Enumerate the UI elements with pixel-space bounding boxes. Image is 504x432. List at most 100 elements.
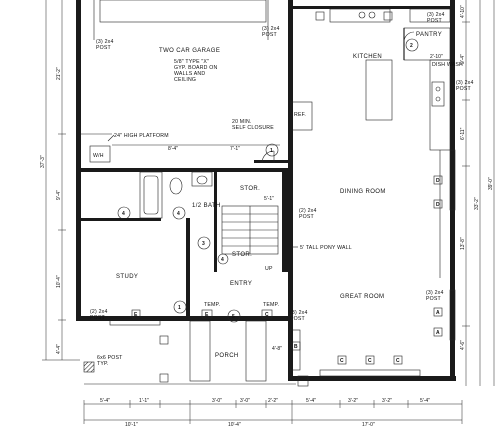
temp-label-1: TEMP. bbox=[204, 302, 220, 308]
platform-note: 24" HIGH PLATFORM bbox=[114, 133, 169, 139]
door-tag-bath: 4 bbox=[122, 211, 125, 217]
post66-note-1: 6x6 POST bbox=[97, 355, 123, 361]
kitchen: 2 KITCHEN PANTRY REF. DISH WASH (3) 2x4 … bbox=[290, 8, 474, 211]
dim-bottom-total-2: 10'-4" bbox=[228, 422, 241, 428]
dim-pantry: 2'-10" bbox=[430, 54, 443, 60]
dim-hall-1: 8'-4" bbox=[168, 146, 178, 152]
dim-bottom-5: 2'-2" bbox=[268, 398, 278, 404]
dim-left-low: 10'-4" bbox=[56, 275, 62, 288]
dim-bottom-total-1: 10'-1" bbox=[125, 422, 138, 428]
dim-left-bot: 4'-4" bbox=[56, 344, 62, 354]
left-dimensions: 37'-3" 21'-2" 9'-4" 10'-4" 4'-4" bbox=[40, 0, 80, 361]
porch: PORCH TEMP. TEMP. E C 5 6x6 POST TYP. 4'… bbox=[83, 302, 309, 387]
kitchen-label: KITCHEN bbox=[353, 54, 382, 60]
dim-bottom-4: 3'-0" bbox=[240, 398, 250, 404]
post-note-kitchen-3: (3) 2x4 bbox=[456, 80, 474, 86]
dim-bottom-3: 3'-0" bbox=[212, 398, 222, 404]
porch-label: PORCH bbox=[215, 353, 239, 359]
dim-bottom-6: 5'-4" bbox=[306, 398, 316, 404]
dim-right-e: 33'-2" bbox=[474, 197, 480, 210]
door-tag-stair: 3 bbox=[202, 241, 205, 247]
window-tag-great-3: B bbox=[294, 344, 298, 350]
garage-label: TWO CAR GARAGE bbox=[159, 48, 220, 54]
door-tag-garage: 1 bbox=[270, 148, 273, 154]
note-self-1: 20 MIN. bbox=[232, 119, 252, 125]
dim-porch: 4'-8" bbox=[272, 346, 282, 352]
bath: 1/2 BATH 4 4 bbox=[81, 171, 221, 221]
post-note-kitchen-4: POST bbox=[456, 86, 472, 92]
door-tag-stor: 4 bbox=[221, 257, 224, 263]
window-tag-study: E bbox=[134, 312, 138, 318]
dim-bottom-8: 3'-2" bbox=[382, 398, 392, 404]
dim-right-a: 9'-4" bbox=[460, 54, 466, 64]
window-tag-temp-2: C bbox=[265, 312, 269, 318]
garage: TWO CAR GARAGE 5/8" TYPE "X" GYP. BOARD … bbox=[81, 0, 290, 164]
dim-stair: 5'-1" bbox=[264, 196, 274, 202]
dim-right-b: 6'-11" bbox=[460, 127, 466, 140]
window-tag-front-2: C bbox=[368, 358, 372, 364]
door-tag-study: 1 bbox=[178, 305, 181, 311]
storage-label-2: STOR. bbox=[232, 252, 252, 258]
window-tag-kitchen-1: D bbox=[436, 178, 440, 184]
dim-left-overall: 37'-3" bbox=[40, 155, 46, 168]
note-gyp-1: 5/8" TYPE "X" bbox=[174, 59, 209, 65]
post-note-great-2: POST bbox=[426, 296, 442, 302]
post-note-study-2: POST bbox=[90, 315, 106, 321]
post-note-great-1: (3) 2x4 bbox=[426, 290, 444, 296]
window-tag-kitchen-2: D bbox=[436, 202, 440, 208]
ref-label: REF. bbox=[294, 112, 306, 118]
post-note-study-1: (2) 2x4 bbox=[90, 309, 108, 315]
pantry-label: PANTRY bbox=[416, 32, 442, 38]
pony-wall-note: 5' TALL PONY WALL bbox=[300, 245, 352, 251]
post-note-stair-1: (2) 2x4 bbox=[299, 208, 317, 214]
dishwash-label: DISH WASH bbox=[432, 62, 463, 68]
study: STUDY (2) 2x4 POST E 1 bbox=[90, 218, 190, 326]
great-room-label: GREAT ROOM bbox=[340, 294, 384, 300]
dining-label: DINING ROOM bbox=[340, 189, 386, 195]
post-note-garage-left-2: POST bbox=[96, 45, 112, 51]
post-note-garage-left-1: (3) 2x4 bbox=[96, 39, 114, 45]
post66-note-2: TYP. bbox=[97, 361, 109, 367]
bottom-dimensions: 5'-4" 1'-1" 3'-0" 3'-0" 2'-2" 5'-4" 3'-2… bbox=[83, 398, 463, 428]
note-gyp-4: CEILING bbox=[174, 77, 196, 83]
dim-hall-2: 7'-1" bbox=[230, 146, 240, 152]
right-dimensions: 4'-10" 9'-4" 6'-11" 13'-8" 4'-6" 33'-2" … bbox=[460, 0, 495, 386]
window-tag-front-1: C bbox=[340, 358, 344, 364]
stair-up-label: UP bbox=[265, 266, 273, 272]
dim-left-top: 21'-2" bbox=[56, 67, 62, 80]
dim-bottom-total-3: 17'-0" bbox=[362, 422, 375, 428]
storage-label-1: STOR. bbox=[240, 186, 260, 192]
dim-right-overall: 39'-0" bbox=[488, 177, 494, 190]
dim-right-d: 4'-6" bbox=[460, 340, 466, 350]
water-heater-label: W/H bbox=[93, 153, 104, 159]
post-note-kitchen-2: POST bbox=[427, 18, 443, 24]
study-label: STUDY bbox=[116, 274, 138, 280]
window-tag-temp-1: E bbox=[205, 312, 209, 318]
temp-label-2: TEMP. bbox=[263, 302, 279, 308]
note-self-2: SELF CLOSURE bbox=[232, 125, 274, 131]
dim-right-top: 4'-10" bbox=[460, 5, 466, 18]
post-note-great-3: (3) 2x4 bbox=[290, 310, 308, 316]
window-tag-front-3: C bbox=[396, 358, 400, 364]
post-note-garage-right-2: POST bbox=[262, 32, 278, 38]
dim-bottom-2: 1'-1" bbox=[139, 398, 149, 404]
dining-great: DINING ROOM GREAT ROOM A A (3) 2x4 POST … bbox=[289, 150, 456, 377]
dim-bottom-7: 3'-2" bbox=[348, 398, 358, 404]
exterior-walls bbox=[76, 0, 456, 381]
door-tag-bath-2: 4 bbox=[177, 211, 180, 217]
dim-right-c: 13'-8" bbox=[460, 237, 466, 250]
door-tag-entry: 5 bbox=[232, 314, 235, 320]
window-tag-great-1: A bbox=[436, 310, 440, 316]
dim-bottom-9: 5'-4" bbox=[420, 398, 430, 404]
note-gyp-2: GYP. BOARD ON bbox=[174, 65, 217, 71]
bath-label: 1/2 BATH bbox=[192, 203, 221, 209]
dim-bottom-1: 5'-4" bbox=[100, 398, 110, 404]
post-note-garage-right-1: (3) 2x4 bbox=[262, 26, 280, 32]
note-gyp-3: WALLS AND bbox=[174, 71, 205, 77]
window-tag-great-2: A bbox=[436, 330, 440, 336]
post-note-kitchen-1: (3) 2x4 bbox=[427, 12, 445, 18]
post-note-stair-2: POST bbox=[299, 214, 315, 220]
post-note-great-4: POST bbox=[290, 316, 306, 322]
stairs-storage: STOR. STOR. UP 5' TALL PONY WALL (2) 2x4… bbox=[197, 172, 352, 287]
